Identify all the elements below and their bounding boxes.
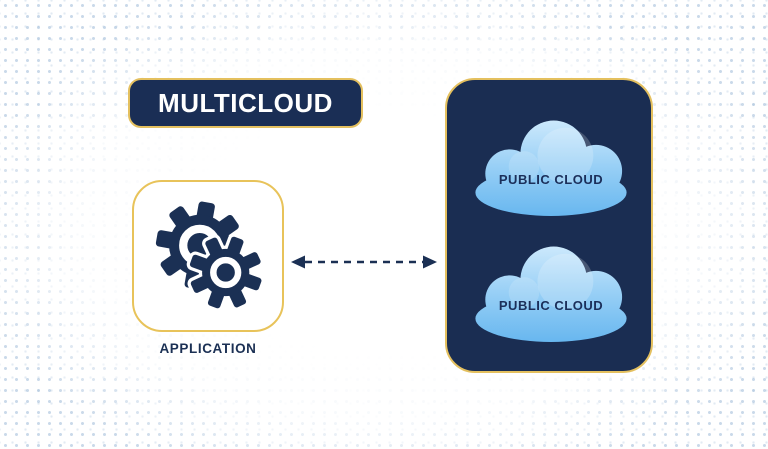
public-cloud-panel: PUBLIC CLOUD PUBLIC CLOUD [445, 78, 653, 373]
public-cloud-1: PUBLIC CLOUD [461, 114, 641, 218]
gears-icon [155, 201, 265, 312]
multicloud-title-box: MULTICLOUD [128, 78, 363, 128]
bidirectional-dashed-arrow-icon [291, 255, 437, 269]
application-box [132, 180, 284, 332]
application-label: APPLICATION [159, 341, 257, 356]
cloud-icon [475, 246, 627, 342]
cloud-icon [475, 120, 627, 216]
public-cloud-label: PUBLIC CLOUD [498, 298, 604, 314]
public-cloud-2: PUBLIC CLOUD [461, 240, 641, 344]
diagram-title: MULTICLOUD [158, 87, 333, 118]
public-cloud-label: PUBLIC CLOUD [498, 172, 604, 188]
